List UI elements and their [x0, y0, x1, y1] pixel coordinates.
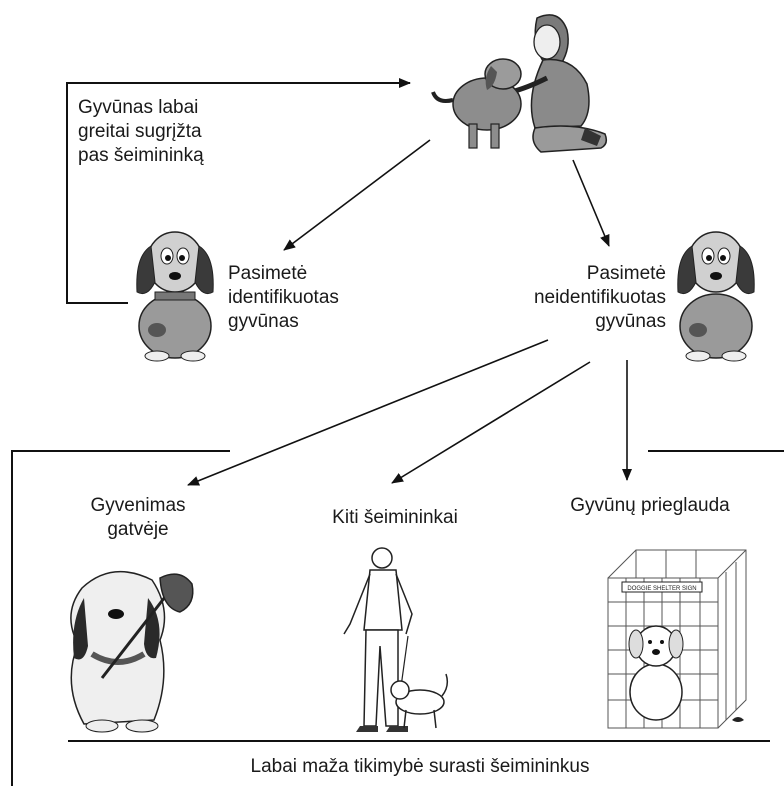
lost-unidentified-line: gyvūnas [595, 311, 666, 332]
outcome-street-line: gatvėje [107, 519, 169, 540]
street-dog-illustration [70, 570, 194, 733]
owner-with-dog-illustration [431, 14, 608, 153]
unidentified-dog-illustration [677, 231, 755, 362]
shelter-cage-illustration: DOGGIE SHELTER SIGN [607, 549, 747, 729]
arrow-to-identified [283, 139, 431, 251]
lost-identified-label: Pasimetė identifikuotas gyvūnas [228, 262, 388, 334]
lost-identified-line: gyvūnas [228, 311, 299, 332]
return-note: Gyvūnas labai greitai sugrįžta pas šeimi… [78, 96, 278, 168]
arrow-to-other-owners [391, 361, 591, 484]
lost-unidentified-line: Pasimetė [586, 263, 666, 284]
outcome-street-label: Gyvenimas gatvėje [48, 494, 228, 542]
lost-identified-line: Pasimetė [228, 263, 308, 284]
arrow-to-unidentified [572, 159, 610, 247]
outcome-other-owners-label: Kiti šeimininkai [332, 507, 458, 528]
identified-dog-illustration [136, 231, 214, 362]
outcome-bracket [11, 450, 230, 786]
man-with-dog-illustration [343, 547, 449, 732]
shelter-sign: DOGGIE SHELTER SIGN [627, 586, 696, 592]
lost-identified-line: identifikuotas [228, 287, 339, 308]
outcome-shelter-label: Gyvūnų prieglauda [570, 495, 730, 516]
lost-unidentified-label: Pasimetė neidentifikuotas gyvūnas [470, 262, 666, 334]
footer-note: Labai maža tikimybė surasti šeimininkus [250, 756, 590, 777]
outcome-street-line: Gyvenimas [90, 495, 186, 516]
return-note-line: greitai sugrįžta [78, 121, 202, 142]
return-note-line: Gyvūnas labai [78, 97, 199, 118]
lost-unidentified-line: neidentifikuotas [533, 287, 666, 308]
arrow-to-street [187, 339, 549, 486]
return-note-line: pas šeimininką [78, 145, 204, 166]
return-loop-arrow [66, 78, 411, 304]
